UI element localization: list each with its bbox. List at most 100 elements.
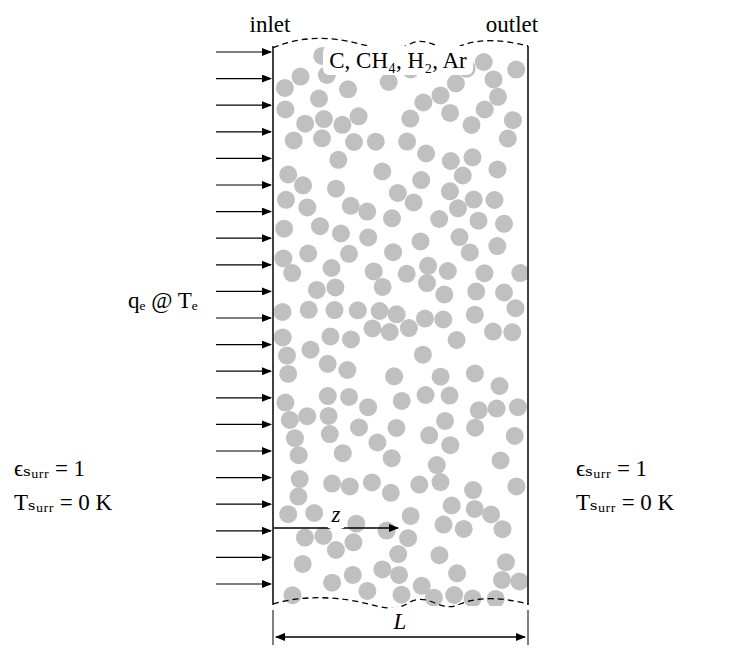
flux-arrow xyxy=(216,291,271,292)
particle xyxy=(314,527,332,545)
flux-arrow xyxy=(216,211,271,212)
particle xyxy=(276,100,294,118)
particle xyxy=(298,407,316,425)
particle xyxy=(417,386,435,404)
flux-arrow xyxy=(216,424,271,425)
particle xyxy=(492,451,510,469)
particle xyxy=(466,419,484,437)
particle xyxy=(398,133,416,151)
particle xyxy=(373,560,391,578)
particle xyxy=(308,281,326,299)
flux-arrow xyxy=(216,105,271,106)
particle xyxy=(311,217,329,235)
particle xyxy=(441,182,459,200)
particle xyxy=(323,574,341,592)
particle xyxy=(511,264,527,282)
particle xyxy=(294,176,312,194)
temperature-label: Tₛᵤᵣᵣ = 0 K xyxy=(14,490,112,515)
particle xyxy=(292,68,310,86)
particle xyxy=(389,545,407,563)
particle xyxy=(327,180,345,198)
particle xyxy=(378,522,396,540)
particle xyxy=(326,301,344,319)
flux-arrow xyxy=(216,158,271,159)
flux-arrow xyxy=(216,557,271,558)
particle xyxy=(439,262,457,280)
particle xyxy=(445,586,463,604)
particle xyxy=(432,473,450,491)
particle xyxy=(435,286,453,304)
flux-arrow xyxy=(216,317,271,318)
particle xyxy=(279,505,297,523)
particle xyxy=(451,228,469,246)
particle xyxy=(296,529,314,547)
particle xyxy=(339,80,357,98)
particle xyxy=(289,488,307,506)
particle xyxy=(442,152,460,170)
particle xyxy=(338,361,356,379)
particle xyxy=(486,191,504,209)
particle xyxy=(414,94,432,112)
particle xyxy=(493,571,511,589)
particle xyxy=(475,264,493,282)
particle xyxy=(428,456,446,474)
particle xyxy=(441,436,459,454)
particle xyxy=(350,107,368,125)
particle xyxy=(340,245,358,263)
particle xyxy=(359,398,377,416)
particle xyxy=(393,586,411,604)
particle xyxy=(499,130,517,148)
particle xyxy=(321,425,339,443)
particle xyxy=(414,346,432,364)
dimension-line xyxy=(276,636,525,637)
particle xyxy=(419,257,437,275)
particle xyxy=(463,116,481,134)
particle xyxy=(319,387,337,405)
particle xyxy=(334,444,352,462)
particle xyxy=(507,299,525,317)
particle xyxy=(274,249,292,267)
particle xyxy=(389,184,407,202)
particle xyxy=(371,302,389,320)
particle xyxy=(410,476,428,494)
particle xyxy=(432,368,450,386)
particle xyxy=(495,284,513,302)
particle xyxy=(342,330,360,348)
particle xyxy=(302,341,320,359)
particle xyxy=(482,506,500,524)
particle xyxy=(467,283,485,301)
particle xyxy=(347,515,365,533)
particle xyxy=(449,199,467,217)
particle xyxy=(274,303,292,321)
flux-arrow xyxy=(216,238,271,239)
particle xyxy=(373,163,391,181)
particle xyxy=(291,470,309,488)
particle xyxy=(326,278,344,296)
particle xyxy=(398,265,416,283)
particle xyxy=(466,364,484,382)
particle xyxy=(509,398,527,416)
particle xyxy=(385,367,403,385)
flux-arrow xyxy=(216,78,271,79)
particle xyxy=(323,475,341,493)
particle xyxy=(464,148,482,166)
particle xyxy=(466,500,484,518)
particle xyxy=(443,497,461,515)
particle xyxy=(484,323,502,341)
particle xyxy=(279,365,297,383)
particle xyxy=(329,151,347,169)
particle xyxy=(485,70,503,88)
particle xyxy=(299,245,317,263)
particle xyxy=(350,418,368,436)
particle xyxy=(365,262,383,280)
particle xyxy=(310,90,328,108)
particle xyxy=(383,209,401,227)
dimension-extension xyxy=(273,610,274,645)
particle xyxy=(461,243,479,261)
particle xyxy=(487,590,505,606)
particle xyxy=(507,477,525,495)
particle xyxy=(364,320,382,338)
flux-arrow xyxy=(216,450,271,451)
particles xyxy=(274,46,527,606)
